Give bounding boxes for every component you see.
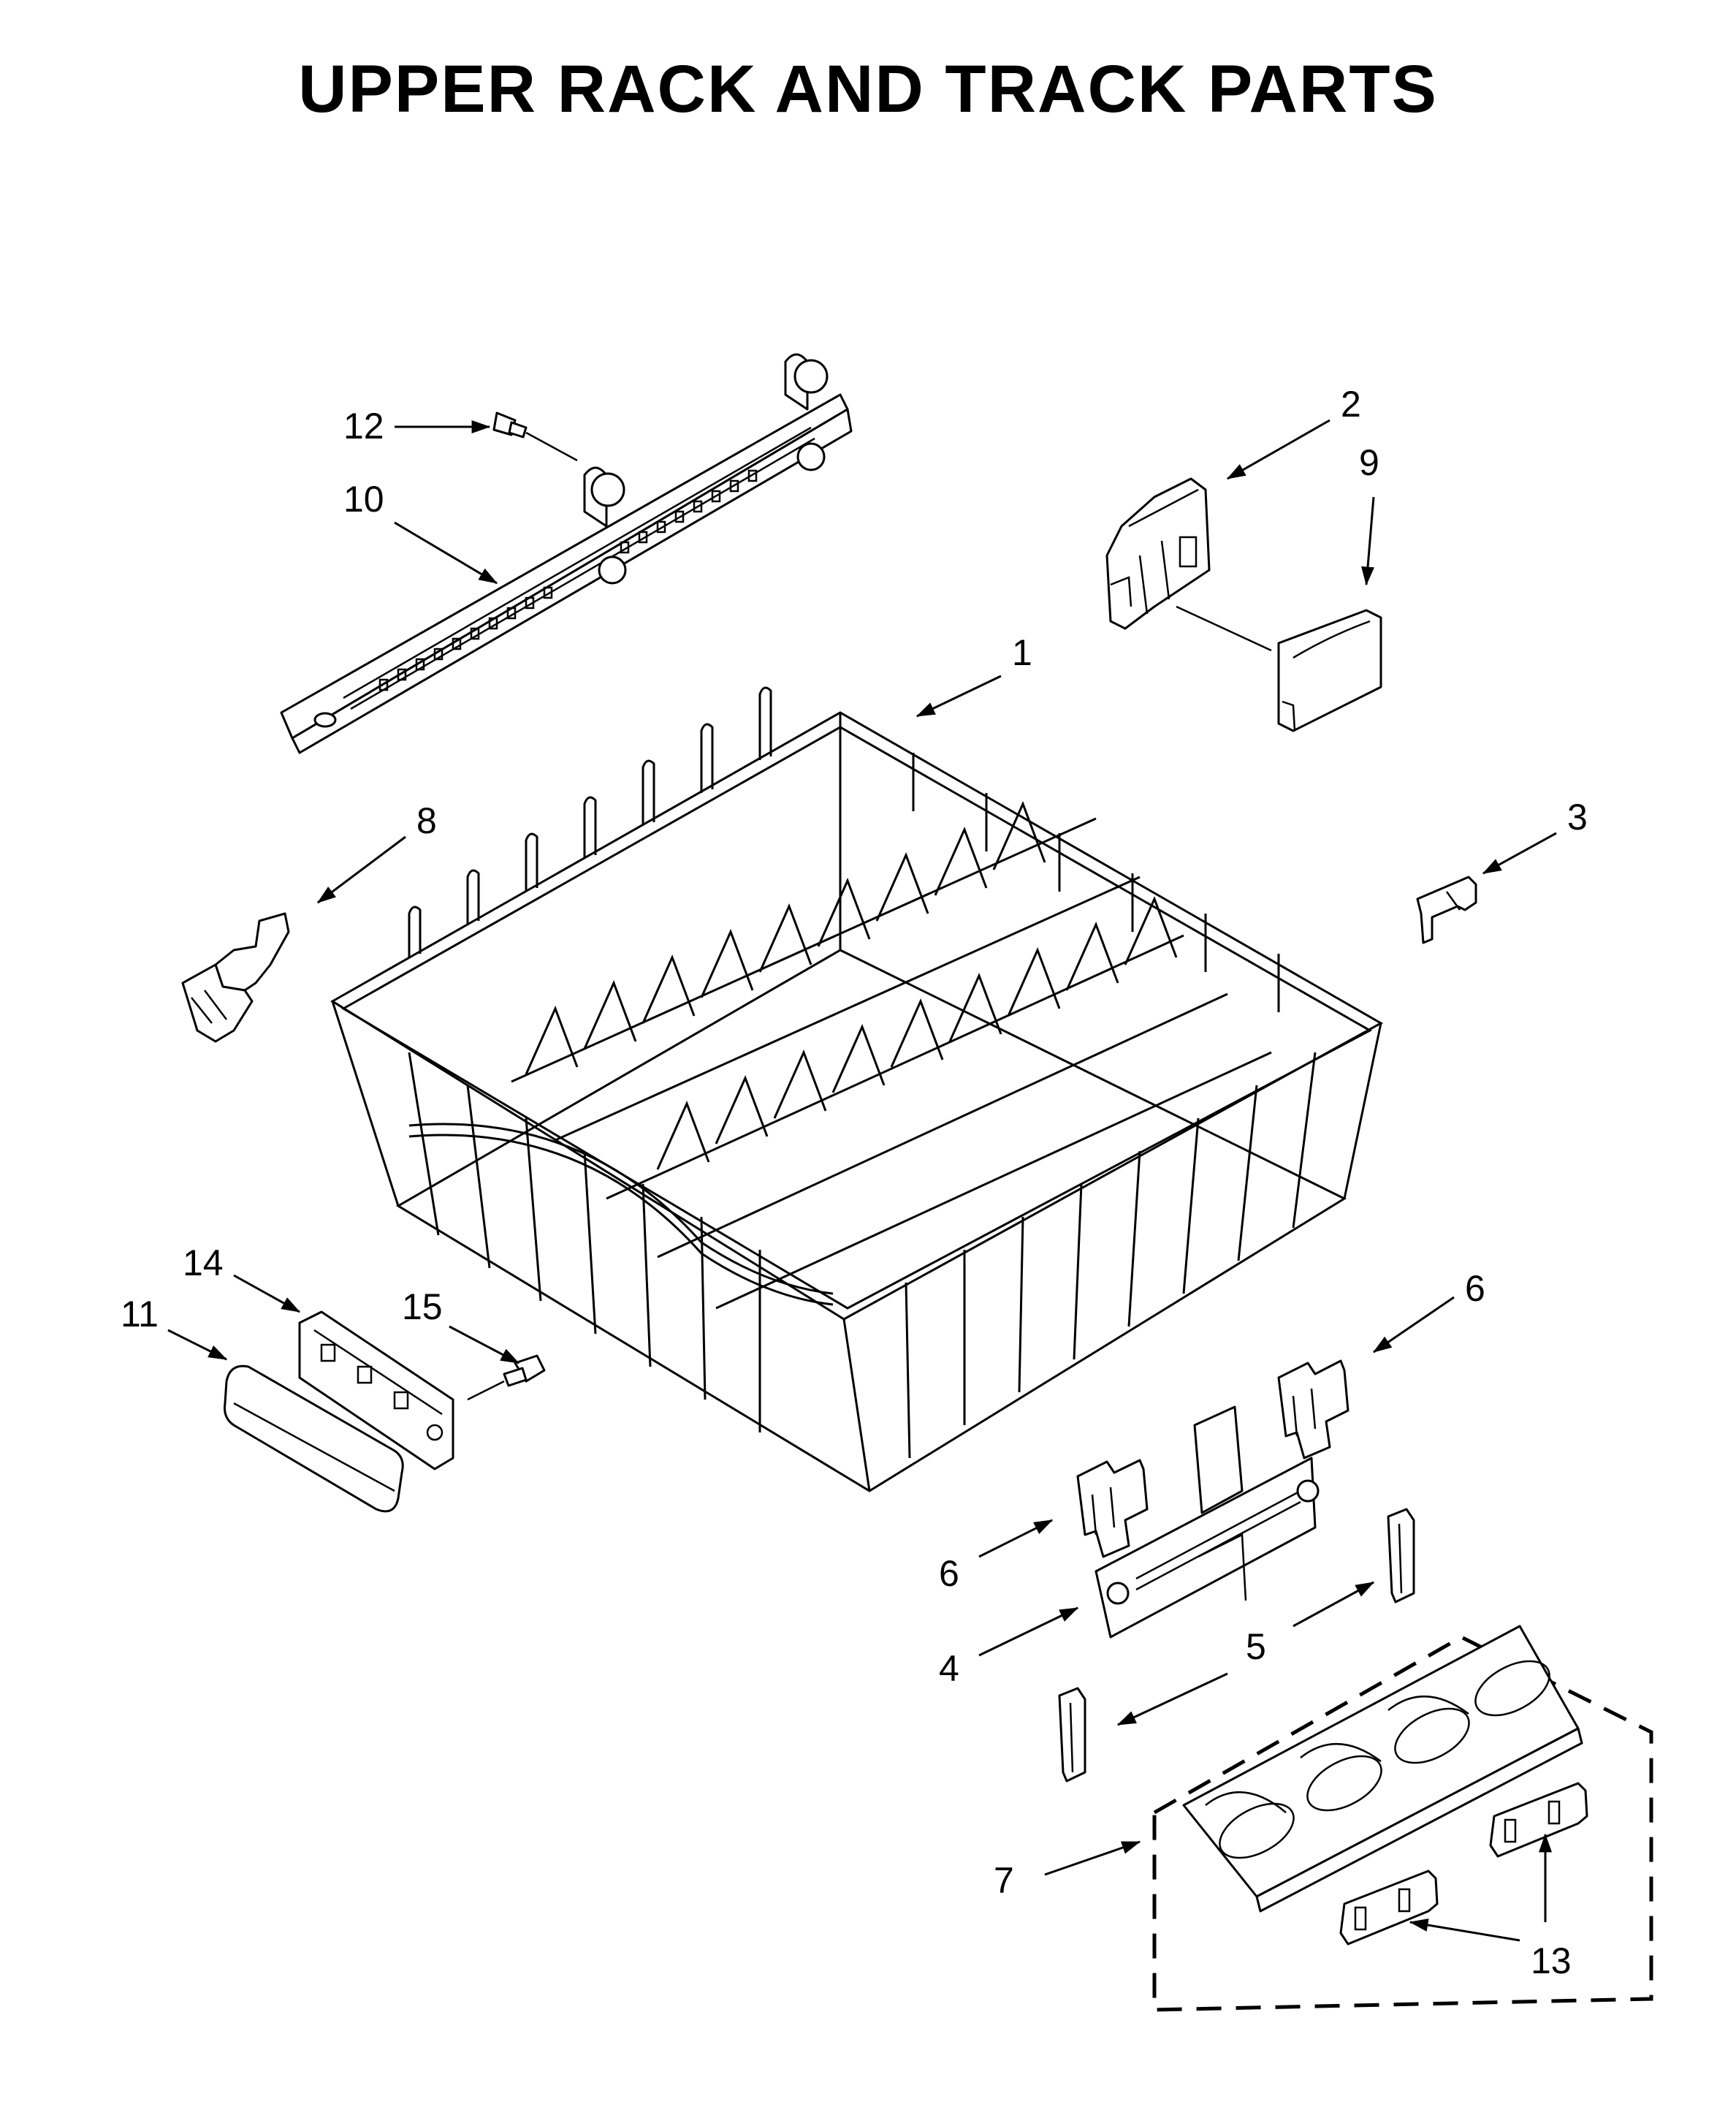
- callout-8: 8: [416, 800, 437, 841]
- diagram-title: UPPER RACK AND TRACK PARTS: [298, 52, 1438, 126]
- part-1-upper-rack: [330, 686, 1384, 1492]
- callout-6-lower: 6: [939, 1553, 959, 1594]
- part-9-clip: [1277, 609, 1382, 732]
- callout-2: 2: [1341, 384, 1361, 425]
- part-4-adjuster-plate: [1094, 1405, 1320, 1639]
- part-6-clip-lower: [1076, 1459, 1149, 1558]
- part-14-handle-bracket: [298, 1310, 454, 1470]
- callout-1: 1: [1012, 632, 1032, 673]
- callout-10: 10: [343, 479, 384, 520]
- callout-3: 3: [1567, 797, 1588, 838]
- part-8-adjuster: [181, 912, 290, 1043]
- callout-14: 14: [183, 1242, 224, 1283]
- callout-5: 5: [1246, 1626, 1266, 1667]
- leader-lines: [167, 419, 1557, 1942]
- part-11-handle-cover: [224, 1364, 404, 1513]
- callout-12: 12: [343, 406, 384, 447]
- callout-13: 13: [1531, 1940, 1572, 1981]
- callout-11: 11: [121, 1294, 159, 1335]
- callout-7: 7: [994, 1860, 1014, 1901]
- part-13-clip-right: [1489, 1782, 1588, 1858]
- callout-6-upper: 6: [1465, 1268, 1485, 1309]
- part-5-latch-right: [1387, 1508, 1415, 1603]
- part-10-track-rail: [280, 353, 853, 754]
- part-12-screw: [492, 411, 578, 462]
- callout-4: 4: [939, 1648, 959, 1689]
- part-15-screw: [467, 1354, 546, 1401]
- part-7-assembly-outline: [1152, 1635, 1653, 2012]
- part-5-latch-left: [1058, 1687, 1086, 1783]
- callout-labels: 1 2 3 4 5 6 6 7 8 9 10 11 12 13 14 15: [121, 384, 1588, 1981]
- callout-15: 15: [402, 1286, 443, 1327]
- callout-9: 9: [1359, 442, 1379, 483]
- part-7-cup-shelf: [1182, 1625, 1583, 1913]
- part-6-clip-upper: [1277, 1359, 1349, 1460]
- part-13-clip-left: [1339, 1870, 1439, 1946]
- part-2-bracket: [1105, 477, 1211, 630]
- part-3-clip: [1416, 876, 1477, 944]
